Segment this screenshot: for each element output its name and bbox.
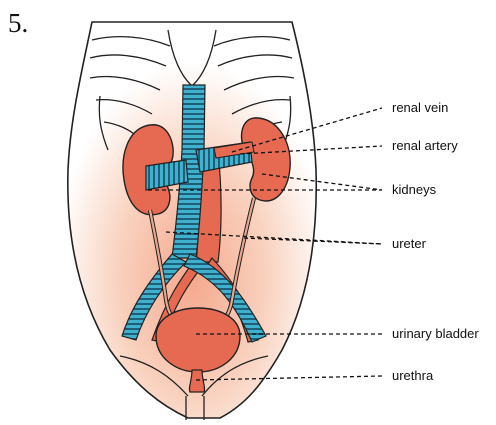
urethra	[189, 370, 204, 392]
urinary-bladder	[156, 308, 240, 372]
label-kidneys: kidneys	[392, 183, 436, 197]
label-urethra: urethra	[392, 369, 433, 383]
label-urinary-bladder: urinary bladder	[392, 327, 479, 341]
label-renal-artery: renal artery	[392, 139, 458, 153]
label-ureter: ureter	[392, 237, 426, 251]
label-renal-vein: renal vein	[392, 101, 448, 115]
